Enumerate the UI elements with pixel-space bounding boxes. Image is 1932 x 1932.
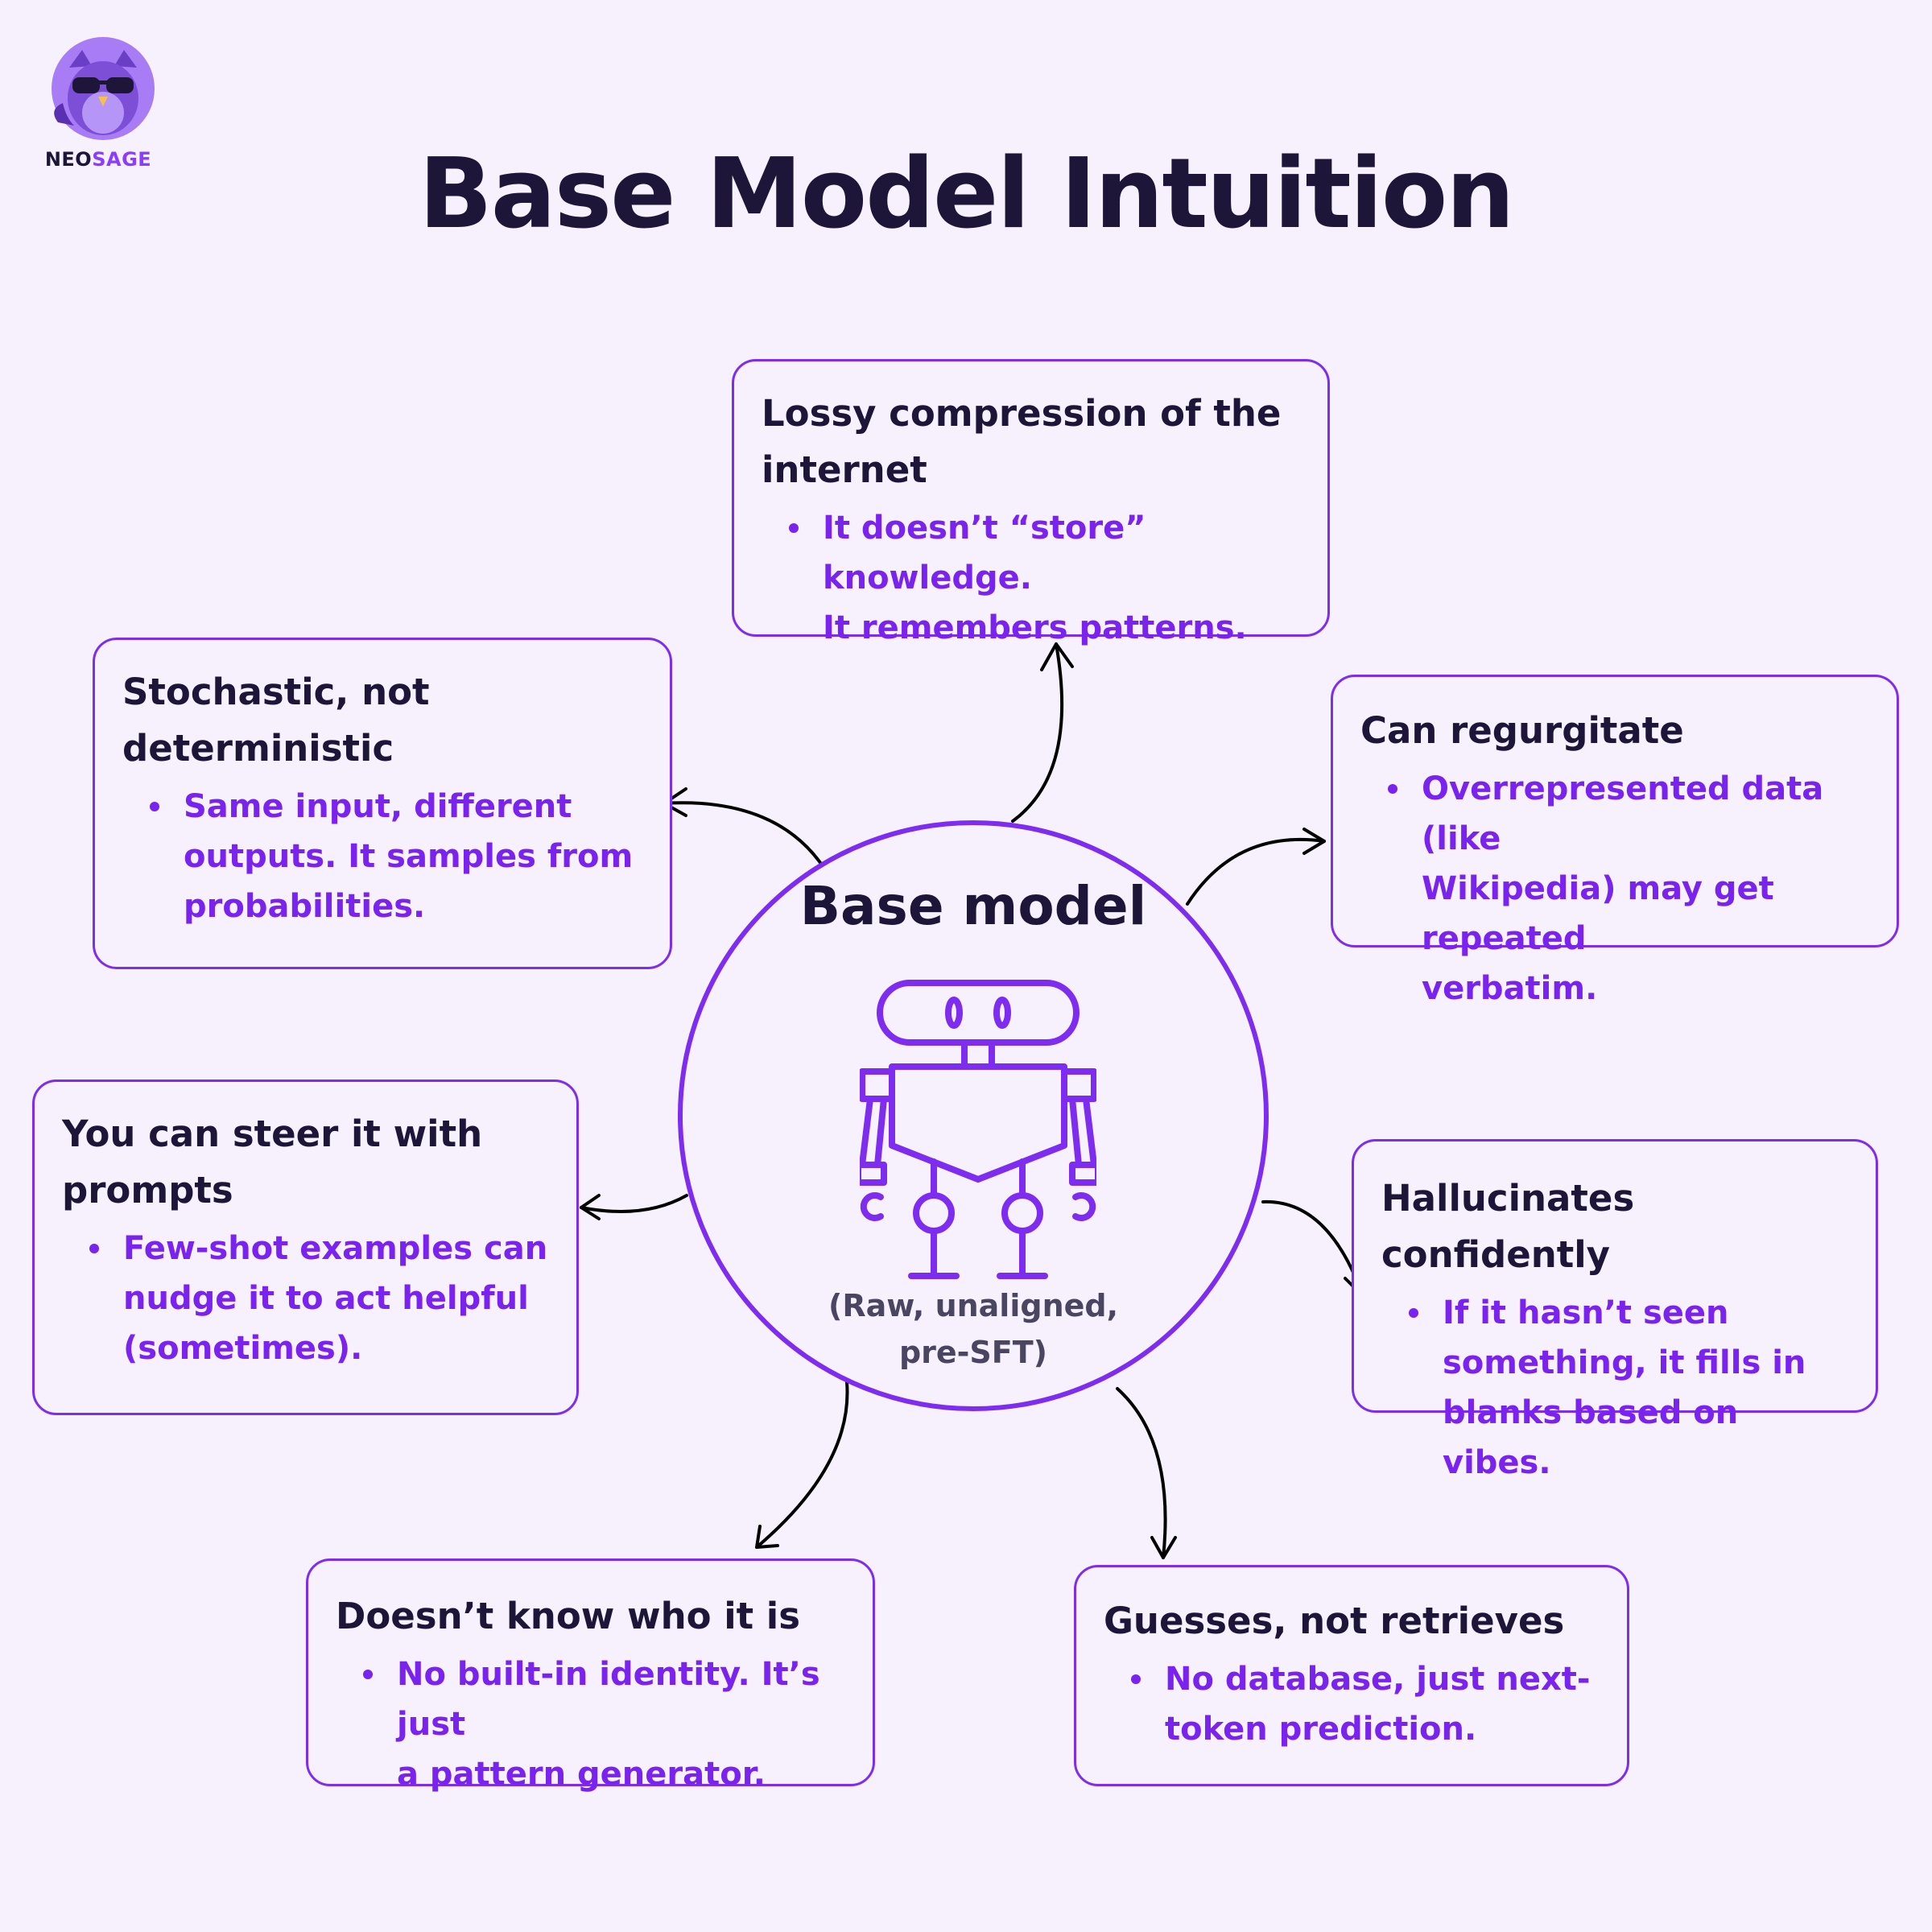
node-guesses: Guesses, not retrieves No database, just…: [1074, 1565, 1629, 1786]
center-note: (Raw, unaligned, pre-SFT): [828, 1288, 1119, 1370]
node-heading: Hallucinates confidently: [1381, 1177, 1635, 1276]
node-heading: You can steer it with prompts: [62, 1113, 483, 1212]
node-bullet: No database, just next- token prediction…: [1131, 1654, 1601, 1754]
node-steer-prompts: You can steer it with prompts Few-shot e…: [32, 1080, 579, 1415]
node-hallucinates: Hallucinates confidently If it hasn’t se…: [1352, 1139, 1878, 1481]
center-label: Base model: [799, 875, 1147, 937]
node-heading: Can regurgitate: [1360, 709, 1684, 752]
owl-with-sunglasses-icon: [52, 37, 155, 140]
node-bullet: It doesn’t “store” knowledge. It remembe…: [789, 503, 1302, 653]
node-bullet: Same input, different outputs. It sample…: [150, 782, 644, 931]
arrow-to-doesnt-know: [755, 1381, 849, 1549]
node-bullet: Overrepresented data (like Wikipedia) ma…: [1388, 764, 1871, 1013]
node-bullet: No built-in identity. It’s just a patter…: [363, 1649, 847, 1799]
node-regurgitate: Can regurgitate Overrepresented data (li…: [1331, 675, 1899, 1007]
node-bullet: Few-shot examples can nudge it to act he…: [89, 1224, 551, 1373]
node-doesnt-know: Doesn’t know who it is No built-in ident…: [306, 1558, 875, 1793]
brand-logo: NEOSAGE: [42, 35, 155, 180]
base-model-circle: Base model: [678, 820, 1269, 1411]
arrow-to-guesses: [1116, 1387, 1177, 1559]
node-heading: Stochastic, not deterministic: [122, 671, 430, 770]
robot-icon: [860, 980, 1096, 1279]
arrow-to-steer-prompts: [580, 1194, 688, 1220]
node-bullet: If it hasn’t seen something, it fills in…: [1409, 1288, 1850, 1488]
node-heading: Doesn’t know who it is: [336, 1595, 801, 1637]
node-lossy-compression: Lossy compression of the internet It doe…: [732, 359, 1330, 646]
node-stochastic: Stochastic, not deterministic Same input…: [93, 638, 672, 969]
arrow-to-stochastic: [663, 787, 823, 865]
arrow-to-lossy-compression: [1011, 642, 1074, 823]
page-title: Base Model Intuition: [419, 138, 1514, 250]
node-heading: Guesses, not retrieves: [1104, 1600, 1565, 1642]
node-heading: Lossy compression of the internet: [762, 392, 1282, 491]
brand-name: NEOSAGE: [44, 148, 152, 171]
